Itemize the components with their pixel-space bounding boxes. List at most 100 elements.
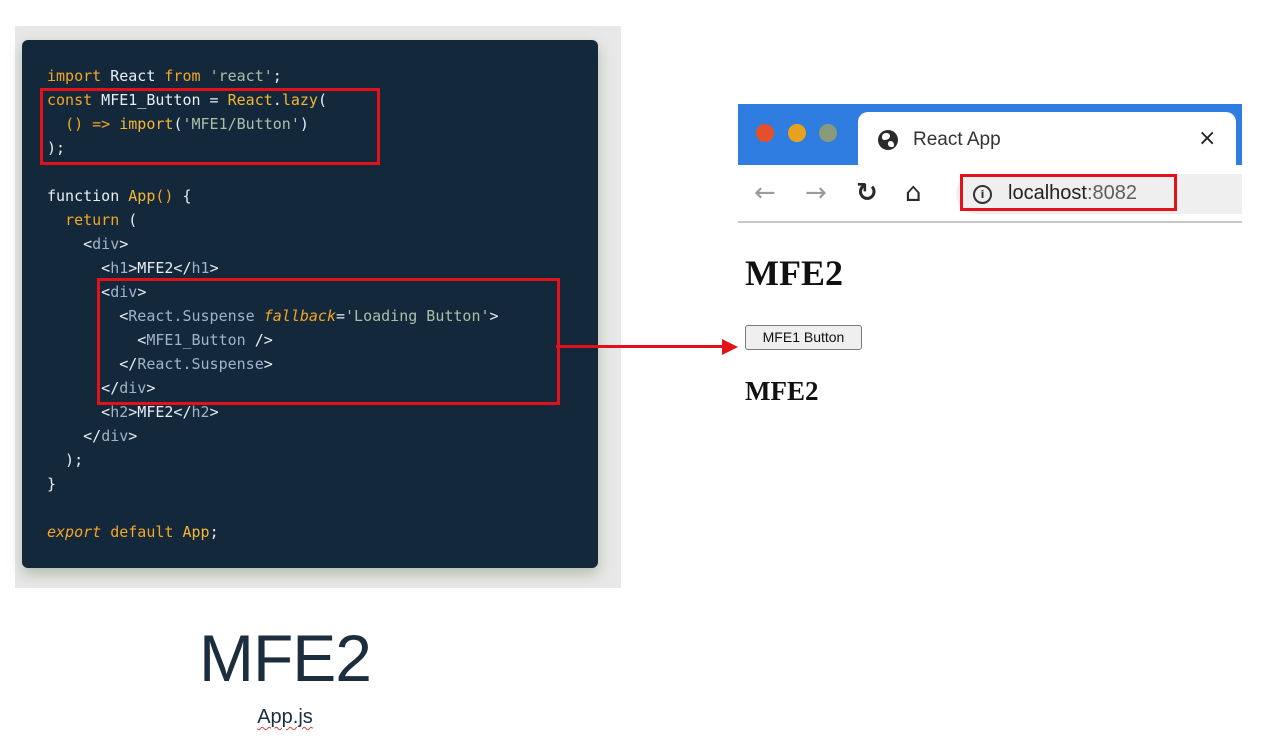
code-token: const: [47, 91, 93, 109]
code-line: </React.Suspense>: [47, 352, 499, 376]
code-token: <: [47, 235, 93, 253]
close-icon[interactable]: ×: [1198, 126, 1217, 151]
forward-arrow-icon[interactable]: →: [805, 178, 827, 208]
code-token: import: [119, 115, 174, 133]
code-line: <div>: [47, 232, 499, 256]
code-line: return (: [47, 208, 499, 232]
code-token: />: [245, 331, 273, 349]
code-token: >: [128, 427, 138, 445]
code-token: >: [209, 403, 219, 421]
url-text[interactable]: localhost:8082: [1008, 182, 1137, 205]
code-line: import React from 'react';: [47, 64, 499, 88]
code-token: App: [182, 523, 210, 541]
info-icon[interactable]: i: [973, 185, 992, 204]
code-token: 'Loading Button': [345, 307, 490, 325]
code-token: h1: [110, 259, 129, 277]
code-token: {: [173, 187, 192, 205]
code-token: <: [47, 307, 129, 325]
code-token: 'MFE1/Button': [182, 115, 300, 133]
code-line: () => import('MFE1/Button'): [47, 112, 499, 136]
browser-tab[interactable]: [858, 112, 1236, 165]
code-token: </: [47, 427, 102, 445]
code-token: MFE1_Button: [146, 331, 246, 349]
back-arrow-icon[interactable]: ←: [754, 178, 776, 208]
code-token: =: [336, 307, 346, 325]
code-token: App: [128, 187, 156, 205]
code-block: import React from 'react';const MFE1_But…: [47, 64, 499, 544]
code-token: ;: [272, 67, 282, 85]
code-token: <: [47, 259, 111, 277]
code-token: ;: [209, 523, 219, 541]
code-line: </div>: [47, 424, 499, 448]
code-token: default: [110, 523, 174, 541]
code-token: .: [272, 91, 282, 109]
code-line: );: [47, 136, 499, 160]
code-token: React: [101, 67, 165, 85]
code-token: function: [47, 187, 129, 205]
code-token: (: [119, 211, 138, 229]
mfe1-button[interactable]: MFE1 Button: [745, 325, 862, 350]
address-bar[interactable]: [956, 174, 1242, 214]
code-token: >: [119, 235, 129, 253]
url-host: localhost: [1008, 182, 1087, 204]
code-panel: [22, 40, 598, 568]
code-token: div: [101, 427, 129, 445]
code-token: MFE1_Button =: [92, 91, 228, 109]
code-token: h2: [110, 403, 129, 421]
code-token: >: [489, 307, 499, 325]
code-token: 'react': [209, 67, 273, 85]
code-line: const MFE1_Button = React.lazy(: [47, 88, 499, 112]
code-token: >: [209, 259, 219, 277]
code-token: [47, 211, 65, 229]
suspense-highlight: [97, 278, 560, 405]
code-token: return: [65, 211, 120, 229]
code-line: <MFE1_Button />: [47, 328, 499, 352]
code-token: <: [47, 331, 147, 349]
code-token: h1: [191, 259, 210, 277]
code-token: (): [155, 187, 174, 205]
code-token: export: [47, 523, 102, 541]
code-token: h2: [191, 403, 210, 421]
code-token: >: [137, 283, 147, 301]
window-close-dot[interactable]: [756, 124, 774, 142]
code-line: </div>: [47, 376, 499, 400]
url-highlight: [960, 174, 1177, 211]
code-token: div: [92, 235, 120, 253]
code-token: </: [47, 355, 138, 373]
url-port: :8082: [1086, 182, 1137, 204]
caption-title: MFE2: [198, 621, 372, 695]
code-line: function App() {: [47, 184, 499, 208]
arrow-line: [556, 345, 726, 348]
code-line: <React.Suspense fallback='Loading Button…: [47, 304, 499, 328]
code-token: [101, 523, 110, 541]
code-token: from: [164, 67, 201, 85]
tab-title: React App: [913, 129, 1001, 150]
code-line: <h1>MFE2</h1>: [47, 256, 499, 280]
reload-icon[interactable]: ↻: [856, 178, 878, 208]
code-token: div: [110, 283, 138, 301]
code-token: <: [47, 403, 111, 421]
window-maximize-dot[interactable]: [819, 124, 837, 142]
code-token: (: [173, 115, 183, 133]
code-token: fallback: [263, 307, 336, 325]
code-token: >MFE2</: [128, 259, 192, 277]
code-token: () =>: [65, 115, 111, 133]
window-minimize-dot[interactable]: [788, 124, 806, 142]
code-token: >: [263, 355, 273, 373]
code-token: }: [47, 475, 57, 493]
code-token: >: [146, 379, 156, 397]
arrow-head-icon: [722, 339, 738, 355]
code-token: ): [299, 115, 309, 133]
code-token: React.Suspense: [128, 307, 255, 325]
page-heading-h2: MFE2: [745, 376, 819, 406]
code-line: [47, 496, 499, 520]
code-token: <: [47, 283, 111, 301]
code-token: import: [47, 67, 102, 85]
code-token: (: [317, 91, 327, 109]
code-line: );: [47, 448, 499, 472]
code-token: div: [119, 379, 147, 397]
caption-filename: App.js: [257, 706, 313, 728]
home-icon[interactable]: ⌂: [905, 178, 922, 208]
code-token: [201, 67, 210, 85]
code-token: React: [227, 91, 273, 109]
